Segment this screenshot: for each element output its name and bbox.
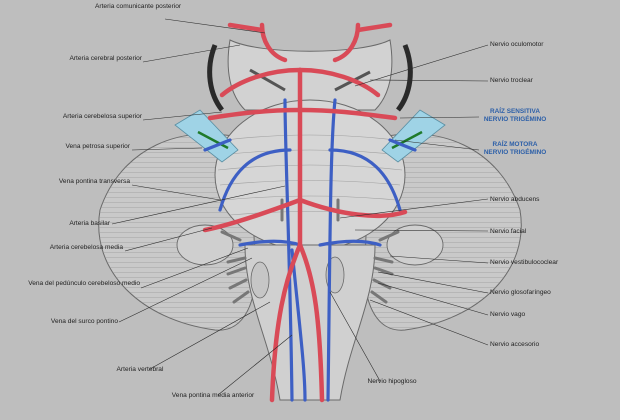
label-nervio-glosofaringeo: Nervio glosofaríngeo [490,289,551,296]
label-nervio-abducens: Nervio abducens [490,196,540,203]
pons [214,99,406,251]
leader-lines [111,18,489,396]
label-arteria-basilar: Arteria basilar [69,220,110,227]
label-arteria-vertebral: Arteria vertebral [116,366,164,373]
label-nervio-troclear: Nervio troclear [490,77,533,84]
flocculus-right [386,224,444,266]
label-nervio-hipogloso: Nervio hipogloso [367,378,417,385]
label-nervio-oculomotor: Nervio oculomotor [490,41,544,48]
label-raiz-sensitiva: RAÍZ SENSITIVA NERVIO TRIGÉMINO [483,108,547,123]
flocculus-left [176,224,234,266]
label-nervio-vago: Nervio vago [490,311,526,318]
label-vena-pedunculo: Vena del pedúnculo cerebeloso medio [28,280,140,287]
label-nervio-accesorio: Nervio accesorio [490,341,540,348]
label-arteria-cerebral-posterior: Arteria cerebral posterior [69,55,142,62]
label-vena-surco-pontino: Vena del surco pontino [50,318,118,325]
olive-left [250,261,270,299]
label-vena-pontina-media-anterior: Vena pontina media anterior [171,392,255,399]
label-arteria-comunicante-posterior: Arteria comunicante posterior [95,3,182,10]
label-nervio-facial: Nervio facial [490,228,527,235]
label-arteria-cerebelosa-media: Arteria cerebelosa media [49,244,123,251]
label-nervio-vestibulococlear: Nervio vestibulococlear [490,259,559,266]
label-vena-petrosa-superior: Vena petrosa superior [65,143,130,150]
label-raiz-motora: RAÍZ MOTORA NERVIO TRIGÉMINO [483,141,547,156]
label-arteria-cerebelosa-superior: Arteria cerebelosa superior [62,113,142,120]
label-vena-pontina-transversa: Vena pontina transversa [58,178,130,185]
